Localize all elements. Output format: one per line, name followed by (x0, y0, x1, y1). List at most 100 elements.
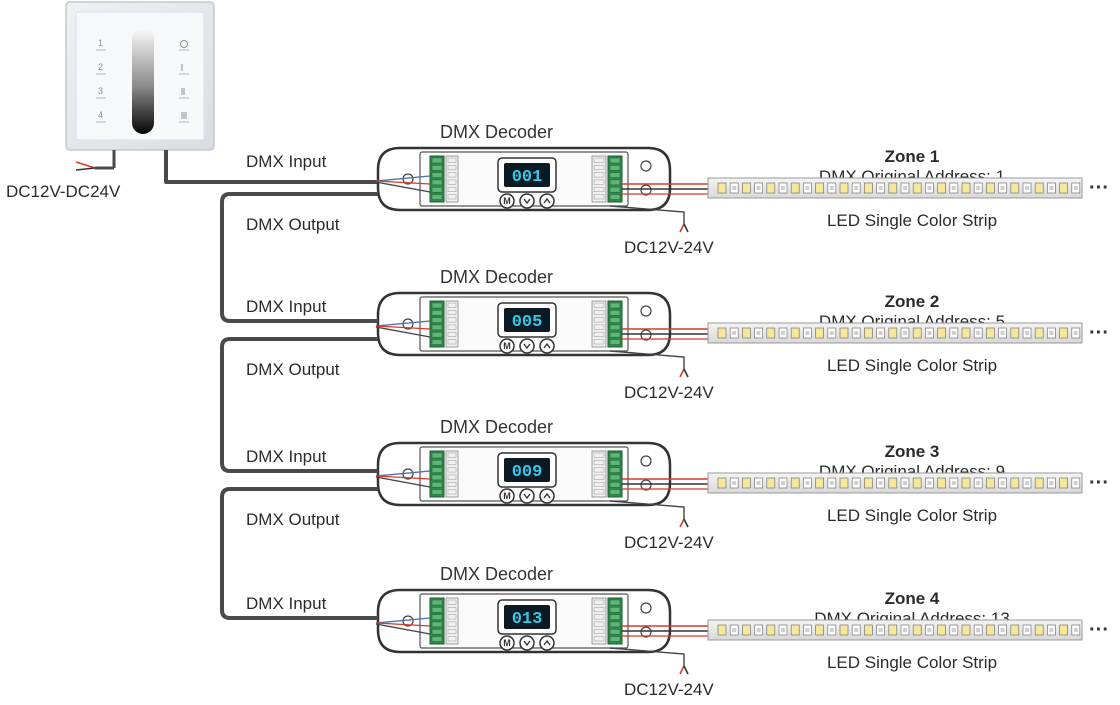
led-strip-label: LED Single Color Strip (827, 211, 997, 230)
zone-title: Zone 4 (885, 589, 940, 608)
led-strip-label: LED Single Color Strip (827, 506, 997, 525)
chevron-up-icon (523, 198, 531, 205)
led-strip-label: LED Single Color Strip (827, 356, 997, 375)
output-terminal-block[interactable] (607, 300, 623, 348)
dmx-input-label: DMX Input (246, 594, 327, 613)
address-display: 005 (497, 302, 557, 338)
mount-hole (640, 479, 652, 491)
dmx-cable-segment (220, 337, 378, 473)
strip-continuation: ··· (1089, 322, 1109, 344)
dmx-terminal-block[interactable] (429, 597, 445, 645)
mount-hole (640, 626, 652, 638)
decoder-power-label: DC12V-24V (624, 238, 714, 257)
decoder-power-label: DC12V-24V (624, 680, 714, 699)
mode-button[interactable]: M (499, 488, 515, 504)
down-button[interactable] (539, 635, 555, 651)
address-display-value: 001 (512, 168, 543, 187)
led-strip: ··· (707, 177, 1109, 199)
wall-panel-controller: 1 2 3 4 DC12V-DC24V (6, 1, 215, 201)
mode-button[interactable]: M (499, 193, 515, 209)
power-icon[interactable] (179, 40, 189, 51)
up-button[interactable] (519, 488, 535, 504)
dmx-daisy-chain-cables (220, 192, 378, 620)
address-display: 013 (497, 599, 557, 635)
led-strip-label: LED Single Color Strip (827, 653, 997, 672)
dmx-output-label: DMX Output (246, 215, 340, 234)
zone-key-label[interactable]: 3 (98, 86, 103, 96)
level-1-icon[interactable] (179, 64, 189, 75)
address-display-value: 013 (512, 610, 543, 629)
chevron-down-icon (543, 492, 551, 499)
up-button[interactable] (519, 338, 535, 354)
mount-hole (640, 602, 652, 614)
mount-hole (640, 329, 652, 341)
decoder-title: DMX Decoder (440, 564, 553, 584)
zone-key-label[interactable]: 4 (98, 110, 103, 120)
zone-title: Zone 3 (885, 442, 940, 461)
dmx-terminal-block[interactable] (429, 300, 445, 348)
mount-hole (640, 455, 652, 467)
mode-button-label: M (503, 638, 511, 648)
output-terminal-block[interactable] (607, 597, 623, 645)
strip-continuation: ··· (1089, 177, 1109, 199)
down-button[interactable] (539, 488, 555, 504)
mode-button-label: M (503, 341, 511, 351)
mode-button-label: M (503, 491, 511, 501)
strip-continuation: ··· (1089, 472, 1109, 494)
mode-button[interactable]: M (499, 338, 515, 354)
dmx-cable-segment (220, 487, 378, 620)
level-3-icon[interactable] (179, 112, 189, 123)
dmx-terminal-block[interactable] (429, 155, 445, 203)
address-display-value: 005 (512, 313, 543, 332)
address-display: 009 (497, 452, 557, 488)
dimmer-slider[interactable] (132, 28, 154, 134)
led-strip: ··· (707, 619, 1109, 641)
mode-button-label: M (503, 196, 511, 206)
strip-continuation: ··· (1089, 619, 1109, 641)
dmx-output-label: DMX Output (246, 360, 340, 379)
mount-hole (640, 305, 652, 317)
down-button[interactable] (539, 338, 555, 354)
controller-power-label: DC12V-DC24V (6, 182, 121, 201)
up-button[interactable] (519, 193, 535, 209)
decoder-power-label: DC12V-24V (624, 383, 714, 402)
mode-button[interactable]: M (499, 635, 515, 651)
dmx-cable-segment (220, 192, 378, 323)
decoder-power-label: DC12V-24V (624, 533, 714, 552)
chevron-up-icon (523, 493, 531, 500)
dmx-input-label: DMX Input (246, 152, 327, 171)
decoder-title: DMX Decoder (440, 417, 553, 437)
led-strip: ··· (707, 322, 1109, 344)
level-2-icon[interactable] (179, 88, 189, 99)
output-terminal-block[interactable] (607, 155, 623, 203)
address-display-value: 009 (512, 463, 543, 482)
zone-title: Zone 1 (885, 147, 940, 166)
zone-title: Zone 2 (885, 292, 940, 311)
decoder-title: DMX Decoder (440, 122, 553, 142)
dmx-input-label: DMX Input (246, 447, 327, 466)
chevron-up-icon (523, 640, 531, 647)
decoder-title: DMX Decoder (440, 267, 553, 287)
dmx-terminal-block[interactable] (429, 450, 445, 498)
chevron-down-icon (543, 342, 551, 349)
mount-hole (640, 184, 652, 196)
chevron-up-icon (523, 343, 531, 350)
down-button[interactable] (539, 193, 555, 209)
dmx-cable-panel-to-decoder-1 (164, 172, 380, 184)
address-display: 001 (497, 157, 557, 193)
output-terminal-block[interactable] (607, 450, 623, 498)
dmx-output-label: DMX Output (246, 510, 340, 529)
dmx-input-label: DMX Input (246, 297, 327, 316)
led-strip: ··· (707, 472, 1109, 494)
chevron-down-icon (543, 197, 551, 204)
zone-key-label[interactable]: 1 (98, 38, 103, 48)
up-button[interactable] (519, 635, 535, 651)
zone-key-label[interactable]: 2 (98, 62, 103, 72)
mount-hole (640, 160, 652, 172)
chevron-down-icon (543, 639, 551, 646)
